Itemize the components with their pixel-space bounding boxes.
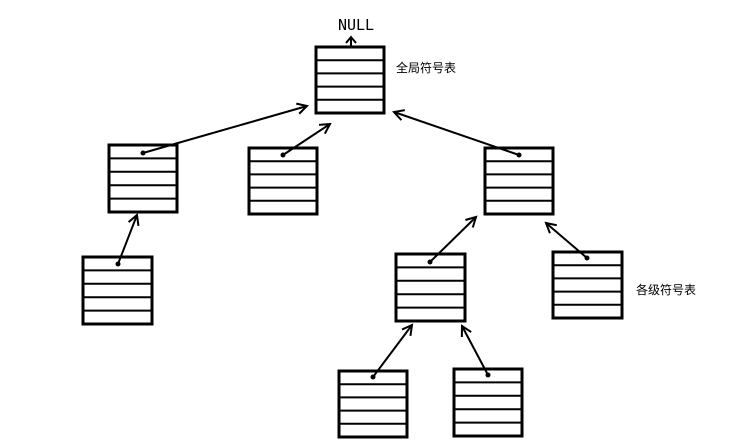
pointer-level2-mid-to-level1 [427,215,478,265]
pointer-origin-dot [516,152,522,158]
table-frame [452,367,524,438]
pointer-origin-dot [485,372,491,378]
null-label: NULL [338,16,374,34]
pointer-origin-dot [370,374,376,380]
arrow-head-icon [460,324,472,338]
symbol-table-level2-right [551,250,624,320]
pointer-origin-dot [584,255,590,261]
arrow-head-icon [465,215,478,228]
pointer-level1-right-to-global [392,109,522,158]
pointer-origin-dot [140,150,146,156]
symbol-table-level1-right [483,146,555,216]
arrow-head-icon [127,213,140,227]
table-frame [107,143,179,214]
table-frame [483,146,555,216]
symbol-table-level2-mid [394,252,467,323]
pointer-origin-dot [427,259,433,265]
pointer-line [117,214,138,265]
pointer-level2-right-to-level1 [544,221,590,261]
global-symbol-table [314,45,386,115]
pointer-line [282,123,331,156]
pointer-line [142,105,308,154]
pointer-line [545,222,588,259]
pointer-origin-dot [115,261,121,267]
symbol-table-level1-mid [247,146,319,216]
table-frame [394,252,467,323]
symbol-table-level1-left [107,143,179,214]
global-table-label: 全局符号表 [396,60,456,75]
arrow-head-icon [392,109,406,121]
pointer-line [372,324,413,378]
table-frame [551,250,624,320]
pointer-level1-left-to-global [140,102,310,156]
pointer-origin-dot [280,152,286,158]
arrow-head-icon [318,122,332,135]
pointer-line [429,216,477,263]
level-table-label: 各级符号表 [636,282,696,297]
pointer-line [461,325,489,376]
arrow-head-icon [296,102,310,115]
symbol-table-level3-left [337,369,409,439]
arrow-head-icon [401,323,414,337]
table-frame [81,255,154,326]
pointer-level2-left-to-level1 [115,213,140,267]
table-frame [337,369,409,439]
symbol-table-level2-left [81,255,154,326]
pointer-line [393,111,520,156]
pointer-level3-left-to-level2 [370,323,414,380]
table-frame [314,45,386,115]
table-frame [247,146,319,216]
pointer-level1-mid-to-global [280,122,332,158]
pointer-level3-right-to-level2 [460,324,491,378]
arrow-head-icon [544,221,557,234]
symbol-table-level3-right [452,367,524,438]
